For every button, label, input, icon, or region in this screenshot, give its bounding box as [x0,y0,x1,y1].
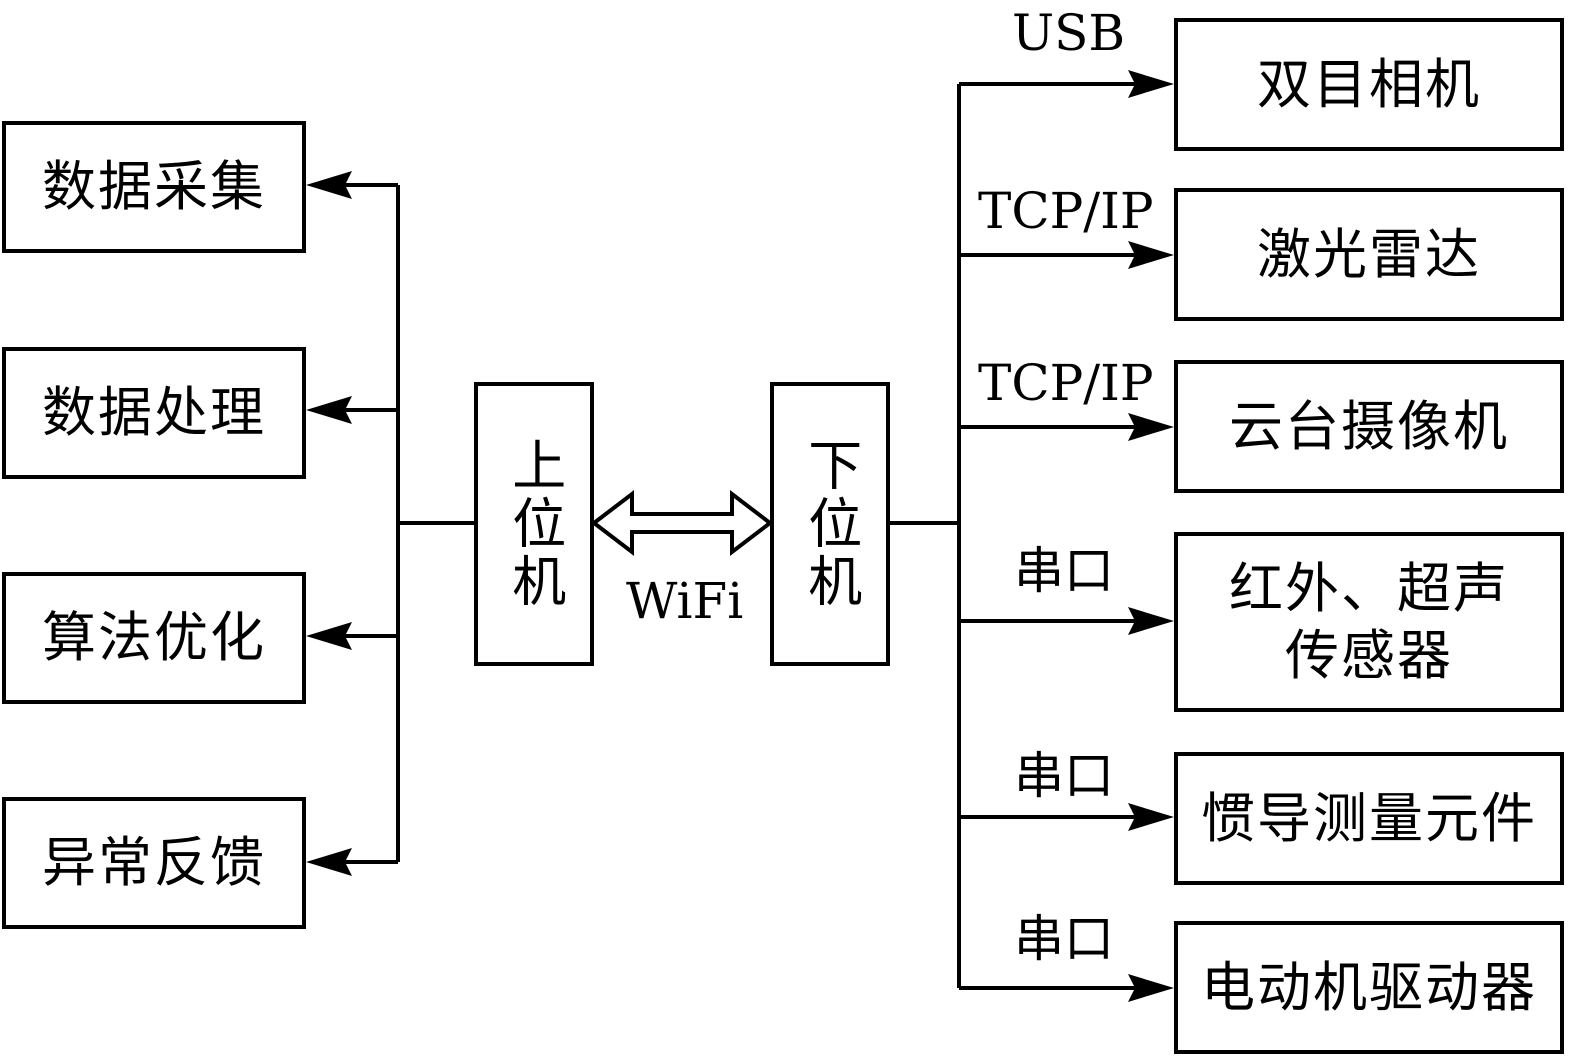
upper-machine-box: 上位机 [474,382,594,666]
function-box-data-processing: 数据处理 [2,347,306,479]
upper-machine-label: 上位机 [502,437,566,611]
function-box-algorithm-optimization: 算法优化 [2,572,306,704]
protocol-label-tcpip-lidar: TCP/IP [978,182,1154,240]
device-label-line-1: 红外、超声 [1229,556,1509,620]
device-label: 云台摄像机 [1229,394,1509,458]
protocol-label-tcpip-ptz: TCP/IP [978,354,1154,412]
protocol-label-serial-ir: 串口 [1014,542,1114,600]
protocol-label-serial-inertial: 串口 [1014,747,1114,805]
device-box-lidar: 激光雷达 [1174,188,1564,321]
device-label: 惯导测量元件 [1201,786,1537,850]
arrowhead-ir-ultrasonic [1128,607,1174,635]
arrowhead-inertial-unit [1128,803,1174,831]
protocol-label-serial-motor: 串口 [1014,910,1114,968]
function-label: 数据采集 [42,155,266,219]
device-label-line-2: 传感器 [1285,624,1453,687]
device-box-ptz-camera: 云台摄像机 [1174,360,1564,493]
function-label: 异常反馈 [42,831,266,895]
device-label: 激光雷达 [1257,222,1481,286]
device-label: 双目相机 [1257,52,1481,116]
lower-machine-label: 下位机 [798,437,862,611]
arrowhead-lidar [1128,241,1174,269]
device-box-ir-ultrasonic-sensor: 红外、超声 传感器 [1174,532,1564,712]
arrowhead-data-collection [306,171,352,199]
arrowhead-stereo-camera [1128,70,1174,98]
arrowhead-motor-driver [1128,974,1174,1002]
arrowhead-data-processing [306,396,352,424]
arrowhead-algorithm-optimization [306,622,352,650]
arrowhead-exception-feedback [306,848,352,876]
arrowhead-ptz-camera [1128,413,1174,441]
function-box-exception-feedback: 异常反馈 [2,797,306,929]
wifi-double-arrow [590,489,774,557]
function-label: 数据处理 [42,381,266,445]
wifi-label: WiFi [626,572,744,630]
lower-machine-box: 下位机 [770,382,890,666]
function-box-data-collection: 数据采集 [2,121,306,253]
function-label: 算法优化 [42,606,266,670]
device-label: 电动机驱动器 [1201,955,1537,1019]
protocol-label-usb: USB [1012,4,1126,62]
device-box-inertial-measurement-unit: 惯导测量元件 [1174,752,1564,885]
device-box-motor-driver: 电动机驱动器 [1174,921,1564,1054]
device-box-stereo-camera: 双目相机 [1174,18,1564,151]
